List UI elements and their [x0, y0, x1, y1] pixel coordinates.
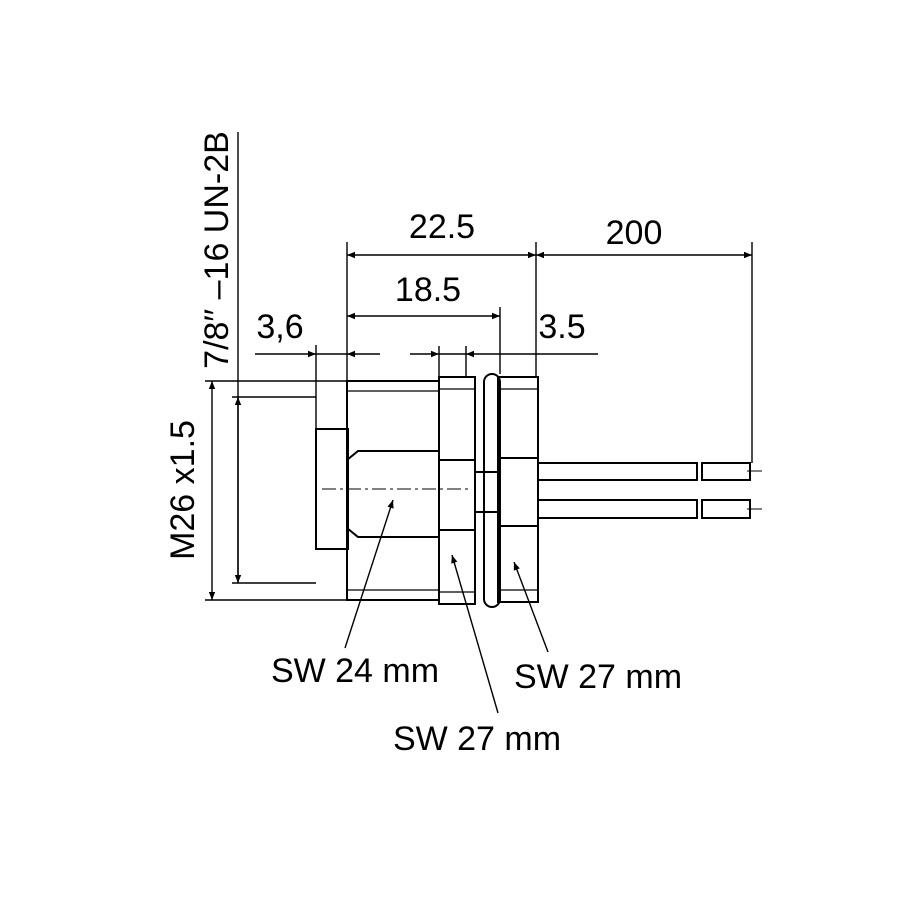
- connector-outline: [315, 373, 762, 608]
- dimension-lines: [208, 251, 752, 600]
- hex-nut-middle: [438, 376, 476, 605]
- leader-sw24: [344, 499, 394, 649]
- extension-lines: [205, 132, 753, 601]
- wire-upper: [538, 462, 762, 481]
- label-wrench-rear: SW 27 mm: [514, 658, 682, 696]
- front-thread-body: [346, 380, 440, 601]
- dim-rear-thread: M26 x1.5: [164, 420, 202, 560]
- label-wrench-front: SW 24 mm: [271, 652, 439, 690]
- label-wrench-middle: SW 27 mm: [393, 720, 561, 758]
- dim-front-offset: 3,6: [256, 308, 303, 346]
- leader-lines: [344, 499, 549, 714]
- dim-cable-length: 200: [606, 214, 663, 252]
- dim-overall-length: 22.5: [409, 208, 475, 246]
- o-ring: [483, 373, 501, 608]
- hex-flat-sw24: [346, 450, 439, 461]
- wire-lower: [538, 499, 762, 519]
- dim-nut-width: 3.5: [538, 308, 585, 346]
- leader-sw27-rear: [513, 561, 549, 653]
- dim-body-length: 18.5: [395, 271, 461, 309]
- rear-housing: [497, 376, 539, 603]
- dim-front-thread: 7/8′′ –16 UN-2B: [198, 131, 236, 369]
- leader-sw27-middle: [451, 554, 499, 714]
- hex-flat-sw24-lower: [346, 527, 439, 538]
